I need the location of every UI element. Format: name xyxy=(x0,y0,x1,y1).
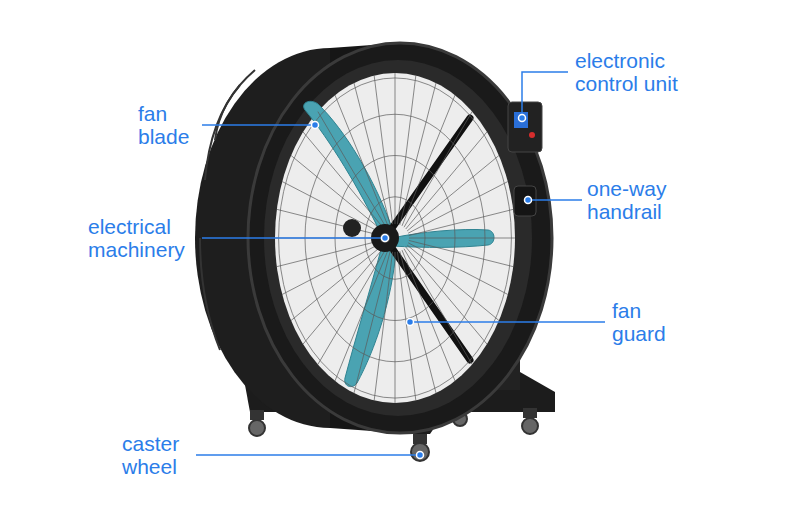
handrail xyxy=(514,186,536,216)
grille-wire xyxy=(282,243,382,295)
motor-hub xyxy=(343,219,399,252)
leader-dot xyxy=(417,452,424,459)
leader-line xyxy=(202,237,385,239)
leader-line xyxy=(522,72,568,118)
grille-wire xyxy=(354,83,390,225)
grille-wire xyxy=(395,252,396,403)
grille-wire xyxy=(397,252,415,401)
grille-wire xyxy=(374,252,392,401)
leader-dot xyxy=(525,197,532,204)
grille-wire xyxy=(395,73,396,224)
part-label: fan guard xyxy=(612,299,678,345)
grille-wire xyxy=(335,250,388,381)
leader-dot xyxy=(312,122,319,129)
grille-wire xyxy=(374,76,392,225)
leader-dot xyxy=(519,115,526,122)
part-label: caster wheel xyxy=(122,432,194,478)
leader-line xyxy=(202,124,315,126)
grille-wire xyxy=(397,76,415,225)
fan-blades xyxy=(304,101,494,386)
grille-wire xyxy=(407,245,499,321)
part-label: electrical machinery xyxy=(88,215,200,261)
leader-line xyxy=(528,199,582,201)
leader-line xyxy=(196,454,420,456)
part-label: fan blade xyxy=(138,102,200,148)
fan-drum xyxy=(195,43,552,433)
leader-line xyxy=(410,321,605,323)
leader-dot xyxy=(407,319,414,326)
leader-dot xyxy=(382,235,389,242)
control-unit xyxy=(508,102,542,152)
grille-wire xyxy=(408,182,508,234)
grille-wire xyxy=(402,95,455,226)
grille-wire xyxy=(402,250,455,381)
grille-wire xyxy=(335,95,388,226)
grille-wire xyxy=(291,156,383,232)
part-label: one-way handrail xyxy=(587,177,692,223)
part-label: electronic control unit xyxy=(575,49,710,95)
